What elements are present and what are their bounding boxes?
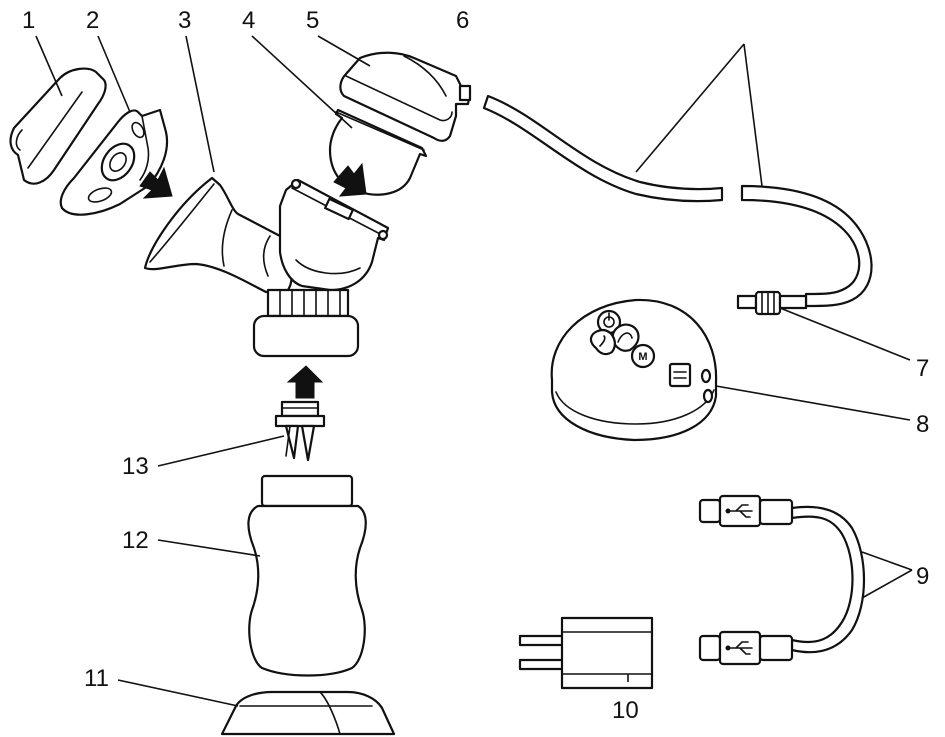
- jack-port: [702, 388, 714, 404]
- pump-connector-housing: [278, 178, 390, 292]
- label-2: 2: [86, 7, 99, 34]
- label-8: 8: [916, 411, 929, 438]
- callout-labels: 1 2 3 4 5 6 7 8 9 10 11 12 13: [22, 7, 929, 724]
- label-6: 6: [456, 7, 469, 34]
- part-12-bottle: [247, 474, 367, 677]
- mode-button[interactable]: M: [630, 343, 656, 369]
- usb-icon: [725, 504, 753, 518]
- assembly-arrow: [139, 166, 173, 199]
- label-13: 13: [122, 453, 149, 480]
- part-11-bottle-stand: [220, 690, 396, 736]
- part-2-insert: [59, 108, 169, 216]
- stimulation-button[interactable]: [611, 323, 640, 352]
- bottle-collar: [252, 288, 360, 358]
- assembly-arrow: [333, 162, 367, 197]
- expression-button[interactable]: [589, 328, 616, 356]
- part-5-membrane-cap: [339, 51, 472, 142]
- part-13-valve: [274, 400, 326, 462]
- stimulation-icon: [617, 332, 633, 343]
- part-10-power-adapter: [518, 616, 654, 690]
- label-7: 7: [916, 355, 929, 382]
- usb-port: [668, 362, 692, 388]
- label-11: 11: [84, 665, 109, 692]
- part-8-pump-unit: M: [550, 298, 718, 442]
- indicator-light: [700, 368, 712, 384]
- assembly-arrow: [286, 365, 324, 399]
- part-7-tube-connector: [736, 290, 808, 316]
- label-4: 4: [242, 7, 255, 34]
- leader-lines: [35, 35, 913, 707]
- mode-button-label: M: [638, 351, 647, 363]
- part-9-usb-cable: [698, 494, 866, 666]
- part-1-cushion: [9, 67, 107, 185]
- usb-icon: [725, 641, 753, 655]
- label-1: 1: [22, 7, 35, 34]
- label-9: 9: [916, 563, 929, 590]
- label-10: 10: [612, 697, 639, 724]
- label-12: 12: [122, 527, 149, 554]
- label-3: 3: [178, 7, 191, 34]
- label-5: 5: [306, 7, 319, 34]
- expression-icon: [599, 335, 606, 347]
- part-6-tubing: [482, 94, 873, 308]
